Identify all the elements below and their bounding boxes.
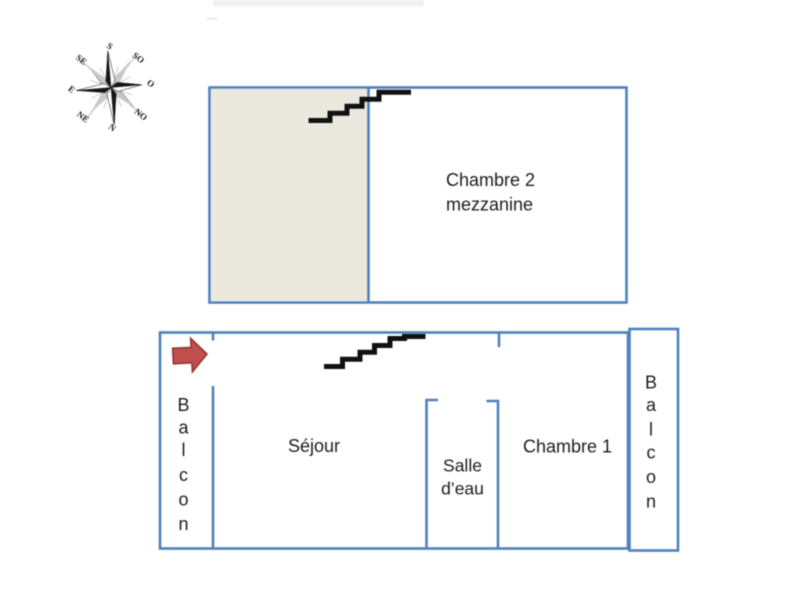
- svg-text:n: n: [646, 492, 656, 512]
- svg-text:B: B: [177, 395, 189, 415]
- svg-text:c: c: [647, 443, 656, 463]
- svg-text:SO: SO: [131, 50, 147, 65]
- svg-text:Salle: Salle: [443, 456, 482, 476]
- svg-text:NE: NE: [75, 109, 91, 125]
- svg-text:o: o: [178, 490, 188, 510]
- svg-text:d’eau: d’eau: [441, 479, 484, 499]
- svg-text:O: O: [145, 77, 157, 89]
- svg-text:N: N: [107, 122, 119, 134]
- svg-text:a: a: [646, 395, 657, 415]
- svg-text:l: l: [182, 440, 186, 460]
- svg-text:l: l: [649, 420, 653, 440]
- svg-text:SE: SE: [74, 52, 89, 67]
- svg-text:Chambre 2: Chambre 2: [446, 170, 535, 190]
- svg-text:n: n: [178, 514, 188, 534]
- svg-text:S: S: [105, 41, 115, 52]
- svg-text:Chambre 1: Chambre 1: [523, 437, 612, 457]
- svg-text:mezzanine: mezzanine: [446, 195, 533, 215]
- svg-text:a: a: [178, 418, 189, 438]
- svg-text:B: B: [645, 373, 657, 393]
- svg-text:o: o: [646, 467, 656, 487]
- svg-text:Séjour: Séjour: [288, 436, 340, 456]
- svg-text:E: E: [66, 83, 77, 95]
- svg-text:c: c: [179, 465, 188, 485]
